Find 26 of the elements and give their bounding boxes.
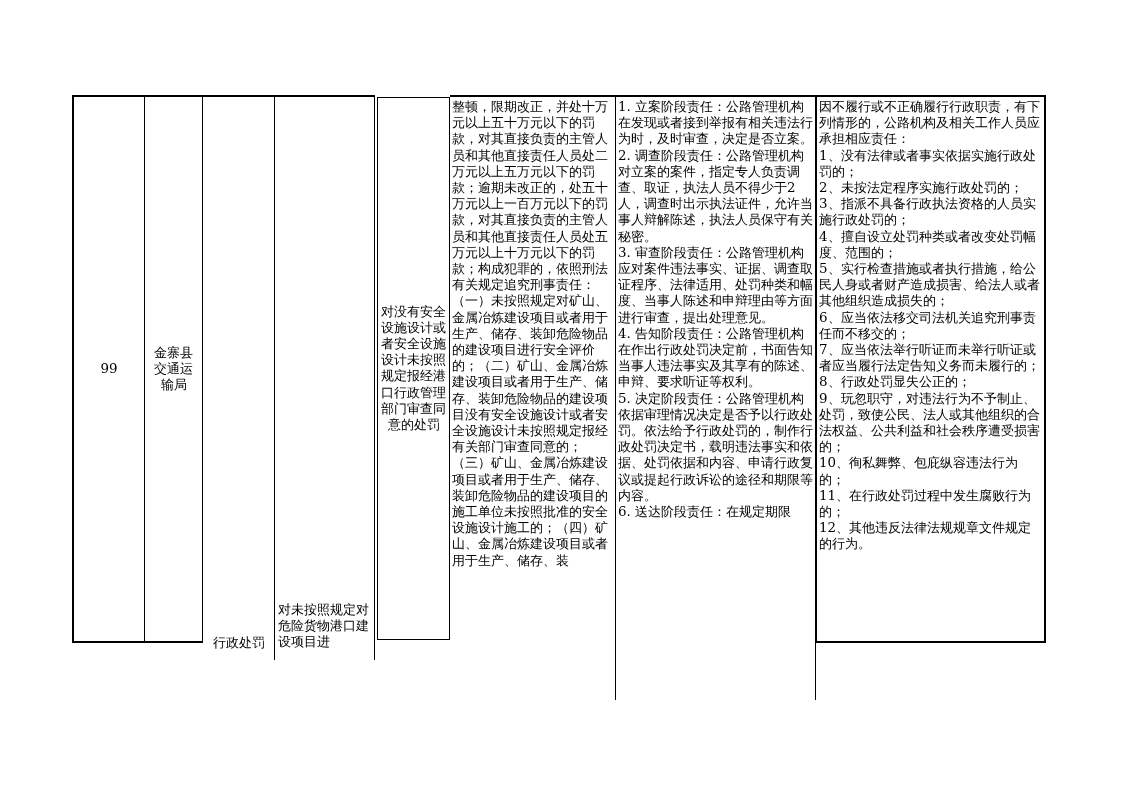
cell-paragraph: 4. 告知阶段责任：公路管理机构在作出行政处罚决定前，书面告知当事人违法事实及其享有的陈述、申辩、要求听证等权利。 [618,325,813,391]
cell-paragraph: 8、行政处罚显失公正的； [819,374,972,391]
table-cell: 金寨县交通运输局 [145,95,203,643]
cell-paragraph: 10、徇私舞弊、包庇纵容违法行为的； [819,455,1020,488]
cell-paragraph: 9、玩忽职守，对违法行为不予制止、处罚，致使公民、法人或其他组织的合法权益、公共利益和社会秩序遭受损害的； [819,390,1041,456]
cell-paragraph: 1、没有法律或者事实依据实施行政处罚的； [819,147,1037,180]
table-cell: 对未按照规定对危险货物港口建设项目进 [275,95,375,660]
cell-paragraph: 3、指派不具备行政执法资格的人员实施行政处罚的； [819,196,1037,229]
cell-paragraph: 2、未按法定程序实施行政处罚的； [819,180,1024,197]
cell-paragraph: 2. 调查阶段责任：公路管理机构对立案的案件，指定专人负责调查、取证，执法人员不得少于2人，调查时出示执法证件，允许当事人辩解陈述，执法人员保守有关秘密。 [618,147,813,245]
cell-paragraph: 因不履行或不正确履行行政职责，有下列情形的，公路机构及相关工作人员应承担相应责任： [819,99,1041,148]
cell-paragraph: 12、其他违反法律法规规章文件规定的行为。 [819,520,1033,553]
cell-paragraph: 6. 送达阶段责任：在规定期限 [618,504,793,521]
cell-paragraph: 4、擅自设立处罚种类或者改变处罚幅度、范围的； [819,228,1037,262]
cell-paragraph: 11、在行政处罚过程中发生腐败行为的； [819,487,1033,521]
cell-paragraph: 5. 决定阶段责任：公路管理机构依据审理情况决定是否予以行政处罚。依法给予行政处罚的，制作行政处罚决定书，载明违法事实和依据、处罚依据和内容、申请行政复议或提起行政诉讼的途径和期限等内容。 [618,390,813,505]
cell-paragraph: 6、应当依法移交司法机关追究刑事责任而不移交的； [819,309,1037,343]
table-cell: 行政处罚 [203,95,275,660]
cell-paragraph: 1. 立案阶段责任：公路管理机构在发现或者接到举报有相关违法行为时，及时审查，决定是否立案。 [618,99,813,148]
cell-paragraph: 5、实行检查措施或者执行措施，给公民人身或者财产造成损害、给法人或者其他组织造成损失的； [819,261,1041,310]
cell-paragraph: （一）未按照规定对矿山、金属冶炼建设项目或者用于生产、储存、装卸危险物品的建设项目进行安全评价的；（二）矿山、金属冶炼建设项目或者用于生产、储存、装卸危险物品的建设项目没有安全设施设计或者安全设施设计未按照规定报经有关部门审查同意的；（三）矿山、金属冶炼建设项目或者用于生产、储存、装卸危险物品的建设项目的施工单位未按照批准的安全设施设计施工的；（四）矿山、金属冶炼建设项目或者用于生产、储存、装 [452,293,609,569]
cell-paragraph: 3. 审查阶段责任：公路管理机构应对案件违法事实、证据、调查取证程序、法律适用、处罚种类和幅度、当事人陈述和申辩理由等方面进行审查，提出处理意见。 [618,244,813,326]
table-cell: 99 [72,95,145,643]
table-cell: 对没有安全设施设计或者安全设施设计未按照规定报经港口行政管理部门审查同意的处罚 [377,97,450,640]
cell-paragraph: 整顿，限期改正，并处十万元以上五十万元以下的罚款，对其直接负责的主管人员和其他直接责任人员处二万元以上五万元以下的罚款；逾期未改正的，处五十万元以上一百万元以下的罚款，对其直接负责的主管人员和其他直接责任人员处五万元以上十万元以下的罚款；构成犯罪的，依照刑法有关规定追究刑事责任： [452,99,609,294]
cell-paragraph: 7、应当依法举行听证而未举行听证或者应当履行法定告知义务而未履行的； [819,342,1041,375]
